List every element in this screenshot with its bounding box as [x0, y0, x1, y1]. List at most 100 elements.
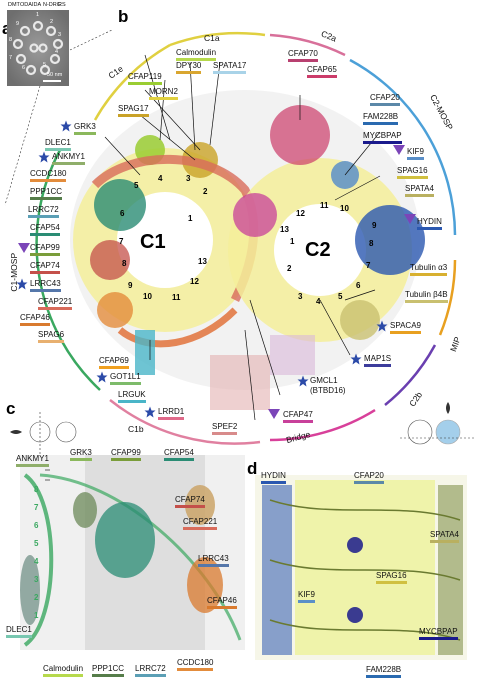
protein-color-bar	[390, 331, 421, 334]
axoneme-cross-section-image	[7, 10, 69, 86]
protein-label: LRGUK	[118, 391, 146, 403]
c2-pf-1: 1	[290, 237, 295, 246]
panel-c-label: LRRC72	[135, 665, 166, 677]
panel-c-label: GRK3	[70, 449, 92, 461]
panel-d-label: HYDIN	[261, 472, 286, 484]
protein-label: CCDC180	[30, 170, 67, 182]
protein-color-bar	[354, 481, 384, 484]
c1-pf-9: 9	[128, 281, 133, 290]
protein-label: SPEF2	[212, 423, 238, 435]
protein-label: Tubulin α3	[410, 264, 448, 276]
protein-color-bar	[370, 103, 400, 106]
protein-color-bar	[128, 82, 162, 85]
protein-label: SPAG6	[38, 331, 65, 343]
protein-label: LRRC43	[30, 280, 61, 292]
c1-pf-5: 5	[134, 181, 139, 190]
star-icon	[350, 353, 362, 365]
c1-pf-2: 2	[203, 187, 208, 196]
protein-label: CFAP47	[283, 411, 313, 423]
region-c1b: C1b	[128, 424, 144, 434]
protein-color-bar	[397, 176, 428, 179]
protein-color-bar	[38, 340, 65, 343]
c1-label: C1	[140, 231, 166, 253]
em-label-ida: IDA	[32, 2, 42, 8]
panel-c-num: 2	[34, 593, 39, 602]
protein-label: ANKMY1	[52, 153, 85, 165]
panel-c-num: 5	[34, 539, 39, 548]
protein-label: CFAP46	[20, 314, 50, 326]
protein-label: CFAP99	[30, 244, 60, 256]
em-label-dmt: DMT	[8, 2, 20, 8]
protein-color-bar	[99, 366, 129, 369]
panel-c-num: 4	[34, 557, 39, 566]
c2-pf-5: 5	[338, 292, 343, 301]
protein-label: (BTBD16)	[310, 387, 346, 399]
c1-pf-12: 12	[190, 277, 199, 286]
c2-label: C2	[305, 239, 331, 261]
protein-color-bar	[212, 432, 238, 435]
protein-color-bar	[52, 162, 85, 165]
c2-pf-10: 10	[340, 204, 349, 213]
em-num-7: 7	[9, 55, 13, 61]
em-label-oda: ODA	[20, 2, 32, 8]
panel-c-label: ANKMY1	[16, 455, 49, 467]
panel-c-label: LRRC43	[198, 555, 229, 567]
protein-color-bar	[261, 481, 286, 484]
c1-pf-4: 4	[158, 174, 163, 183]
protein-color-bar	[38, 307, 73, 310]
protein-label: CFAP70	[288, 50, 318, 62]
panel-c-label: CFAP221	[183, 518, 218, 530]
star-icon	[144, 406, 156, 418]
protein-color-bar	[430, 540, 459, 543]
panel-c-letter: c	[6, 399, 16, 418]
em-num-4: 4	[55, 49, 59, 55]
panel-c-num: 7	[34, 503, 39, 512]
panel-c-label: CFAP74	[175, 496, 205, 508]
protein-color-bar	[149, 97, 178, 100]
panel-b-letter: b	[118, 7, 129, 26]
protein-label: GRK3	[74, 123, 96, 135]
protein-color-bar	[118, 114, 149, 117]
protein-label: CFAP65	[307, 66, 337, 78]
star-icon	[96, 371, 108, 383]
protein-color-bar	[363, 122, 399, 125]
protein-color-bar	[6, 635, 32, 638]
protein-color-bar	[30, 271, 60, 274]
protein-color-bar	[376, 581, 407, 584]
panel-c-label: CFAP54	[164, 449, 194, 461]
protein-label: SPATA17	[213, 62, 247, 74]
panel-c-num: 8	[34, 485, 39, 494]
protein-color-bar	[110, 382, 141, 385]
protein-label: CFAP69	[99, 357, 129, 369]
protein-color-bar	[135, 674, 166, 677]
panel-c-label: CFAP46	[207, 597, 237, 609]
em-num-8: 8	[9, 37, 13, 43]
protein-color-bar	[20, 323, 50, 326]
protein-color-bar	[175, 505, 205, 508]
protein-color-bar	[310, 396, 346, 399]
c2-pf-6: 6	[356, 281, 361, 290]
triangle-icon	[393, 145, 405, 155]
protein-color-bar	[111, 458, 141, 461]
region-c1a: C1a	[204, 33, 220, 43]
protein-color-bar	[177, 668, 214, 671]
protein-label: CFAP74	[30, 262, 60, 274]
c2-pf-13: 13	[280, 225, 289, 234]
protein-label: DPY30	[176, 62, 202, 74]
protein-label: CFAP54	[30, 224, 60, 236]
protein-label: PPP1CC	[30, 188, 63, 200]
c2-pf-8: 8	[369, 239, 374, 248]
em-num-2: 2	[50, 19, 54, 25]
c2-pf-12: 12	[296, 209, 305, 218]
c1-pf-13: 13	[198, 257, 207, 266]
star-icon	[60, 120, 72, 132]
em-num-5: 5	[43, 62, 47, 68]
protein-color-bar	[419, 637, 458, 640]
protein-label: Tubulin β4B	[405, 291, 448, 303]
protein-color-bar	[298, 600, 315, 603]
c2-pf-2: 2	[287, 264, 292, 273]
panel-c-label: Calmodulin	[43, 665, 84, 677]
panel-d-label: FAM228B	[366, 666, 402, 678]
protein-color-bar	[405, 194, 434, 197]
